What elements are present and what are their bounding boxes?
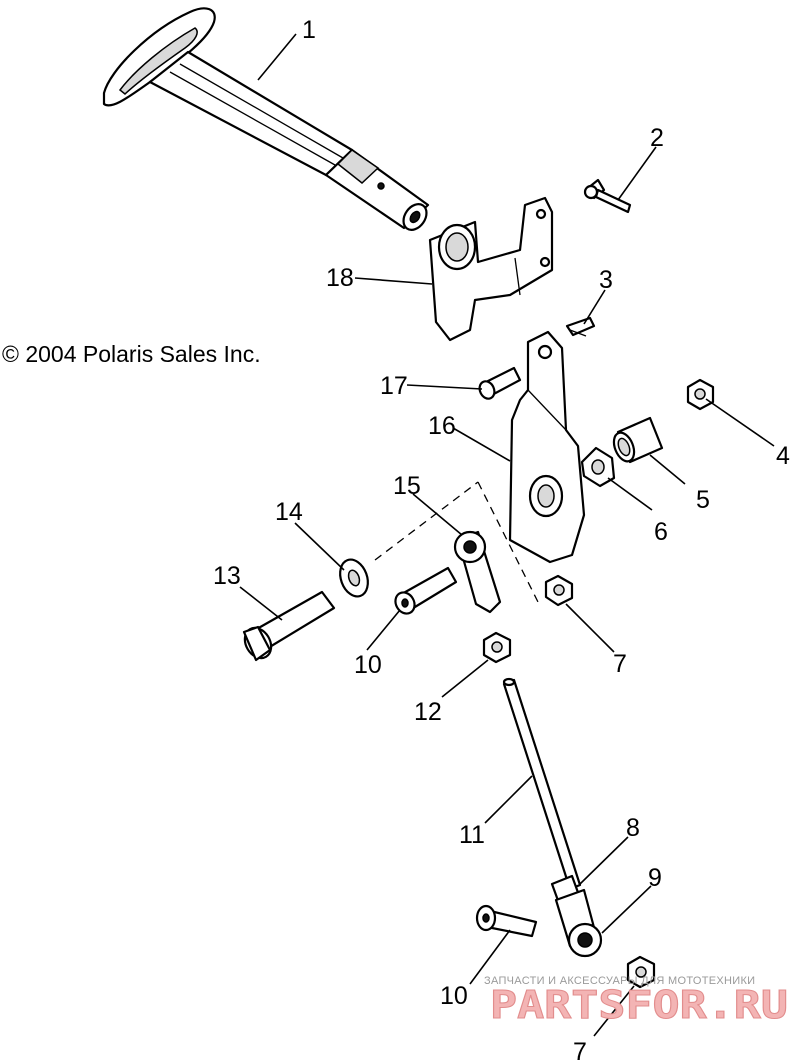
- part-16-mount-bracket: [508, 330, 586, 564]
- callout-7-upper: 7: [613, 650, 627, 678]
- callout-17: 17: [380, 372, 408, 400]
- copyright-notice: © 2004 Polaris Sales Inc.: [2, 341, 261, 367]
- callout-13: 13: [213, 562, 241, 590]
- callout-4: 4: [776, 442, 790, 470]
- part-4-nut: [686, 378, 715, 411]
- part-6-washer: [580, 446, 616, 488]
- part-5-bushing: [612, 416, 664, 464]
- part-12-nut: [482, 631, 512, 664]
- part-3-cotter-pin: [565, 316, 596, 337]
- leader-lines: [239, 33, 775, 1037]
- part-17-pin: [478, 366, 522, 400]
- part-13-shoulder-bolt: [242, 590, 336, 662]
- callout-1: 1: [302, 16, 316, 44]
- part-2-rivet: [583, 178, 632, 214]
- part-11-shift-rod: [502, 677, 582, 891]
- watermark-tagline: ЗАПЧАСТИ И АКСЕССУАРЫ ДЛЯ МОТОТЕХНИКИ: [484, 975, 755, 987]
- watermark-logo: PARTSFOR.RU: [490, 983, 788, 1027]
- callout-18: 18: [326, 264, 354, 292]
- callout-9: 9: [648, 864, 662, 892]
- callout-10-lower: 10: [440, 982, 468, 1010]
- part-14-washer: [339, 558, 369, 598]
- callout-11: 11: [459, 821, 485, 849]
- part-10-bolt-lower: [475, 904, 538, 938]
- callout-8: 8: [626, 814, 640, 842]
- callout-14: 14: [275, 498, 303, 526]
- callout-7-lower: 7: [573, 1038, 587, 1064]
- part-7-nut-lower: [626, 955, 656, 989]
- part-7-nut-upper: [544, 574, 574, 607]
- part-18-bracket-plate: [428, 196, 554, 342]
- callout-labels: 1 2 3 4 5 6 7 7 8 9 10 10 11 12 13 14 15…: [213, 16, 790, 1064]
- callout-2: 2: [650, 124, 664, 152]
- callout-3: 3: [599, 266, 613, 294]
- callout-15: 15: [393, 472, 421, 500]
- part-10-bolt-upper: [394, 566, 458, 615]
- callout-10-upper: 10: [354, 651, 382, 679]
- callout-5: 5: [696, 486, 710, 514]
- callout-16: 16: [428, 412, 456, 440]
- callout-6: 6: [654, 518, 668, 546]
- part-9-rod-end-lower: [554, 888, 603, 958]
- part-1-shift-lever: [102, 7, 430, 231]
- callout-12: 12: [414, 698, 442, 726]
- watermark: ЗАПЧАСТИ И АКСЕССУАРЫ ДЛЯ МОТОТЕХНИКИ PA…: [484, 975, 789, 1028]
- part-15-rod-end: [374, 481, 541, 614]
